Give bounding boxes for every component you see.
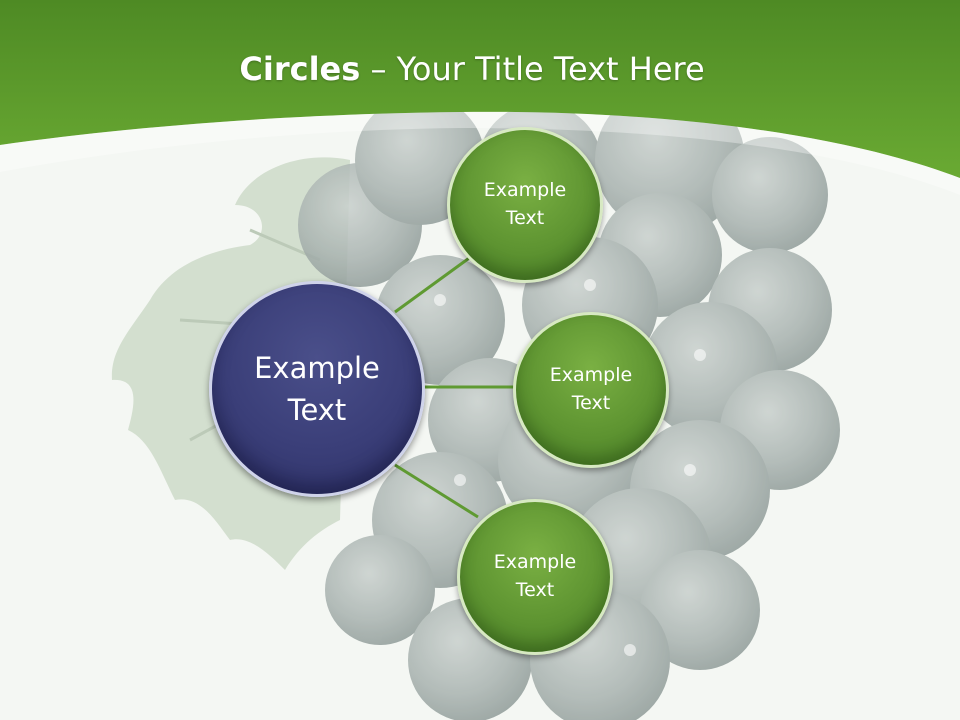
grape bbox=[640, 550, 760, 670]
center-label-line2: Text bbox=[287, 393, 347, 427]
title-rest: – Your Title Text Here bbox=[360, 50, 705, 88]
satellite-label-line2: Text bbox=[515, 579, 555, 601]
grape-highlight bbox=[684, 464, 696, 476]
connector-line-1 bbox=[394, 254, 473, 314]
grape-highlight bbox=[434, 294, 446, 306]
title-bold: Circles bbox=[239, 50, 361, 88]
satellite-label-line1: Example bbox=[549, 364, 633, 387]
satellite-label: Example Text bbox=[494, 549, 576, 604]
grape-highlight bbox=[694, 349, 706, 361]
header-sheen bbox=[0, 111, 960, 195]
satellite-label-line1: Example bbox=[493, 551, 577, 574]
slide-title: Circles – Your Title Text Here bbox=[0, 50, 944, 88]
grape bbox=[712, 137, 828, 253]
grape bbox=[325, 535, 435, 645]
header-band bbox=[0, 0, 960, 178]
grape-highlight bbox=[584, 279, 596, 291]
satellite-label-line2: Text bbox=[571, 392, 611, 414]
grape-highlight bbox=[624, 644, 636, 656]
connector-line-3 bbox=[394, 463, 479, 519]
satellite-label: Example Text bbox=[550, 362, 632, 417]
satellite-label: Example Text bbox=[484, 177, 566, 232]
satellite-label-line1: Example bbox=[483, 179, 567, 202]
satellite-label-line2: Text bbox=[505, 207, 545, 229]
satellite-circle-middle[interactable]: Example Text bbox=[513, 312, 669, 468]
grape-highlight bbox=[454, 474, 466, 486]
satellite-circle-top[interactable]: Example Text bbox=[447, 127, 603, 283]
center-label-line1: Example bbox=[254, 350, 380, 385]
center-circle[interactable]: Example Text bbox=[209, 281, 425, 497]
satellite-circle-bottom[interactable]: Example Text bbox=[457, 499, 613, 655]
center-circle-label: Example Text bbox=[254, 347, 380, 431]
